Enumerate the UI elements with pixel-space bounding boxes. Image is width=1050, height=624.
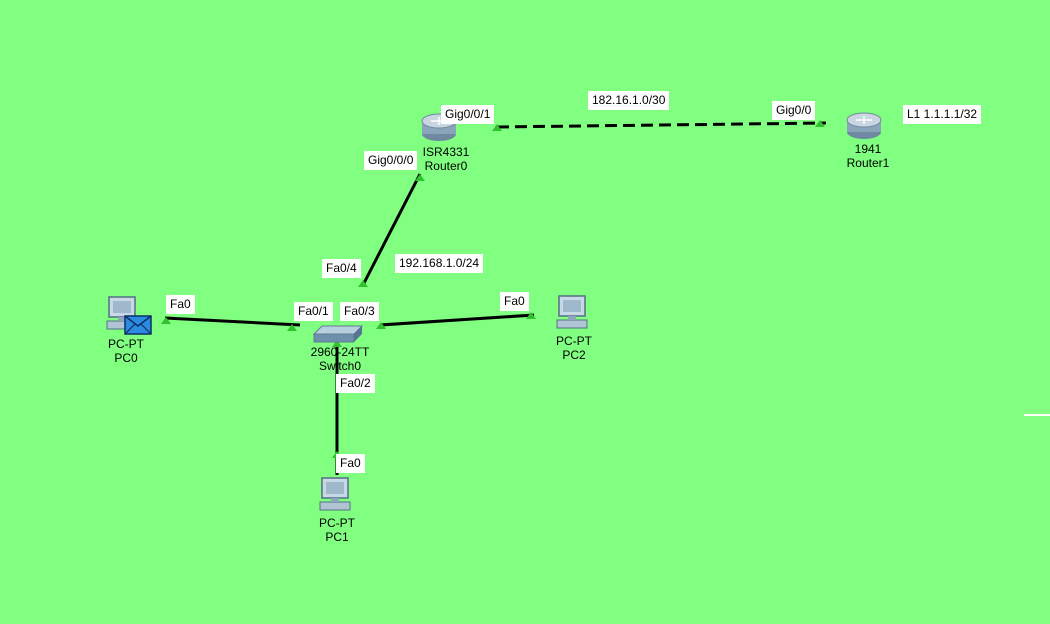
wan-network-label[interactable]: 182.16.1.0/30 (588, 91, 670, 110)
pc1-label[interactable]: PC-PT PC1 (307, 516, 367, 544)
port-indicator (358, 280, 368, 287)
router-icon[interactable] (421, 113, 457, 141)
lan-network-label[interactable]: 192.168.1.0/24 (395, 254, 484, 273)
router0-model: ISR4331 (422, 145, 470, 159)
port-label-switch-fa0-1[interactable]: Fa0/1 (294, 302, 333, 321)
port-label-pc1-fa0[interactable]: Fa0 (336, 454, 365, 473)
link-switch0-pc2[interactable] (379, 313, 535, 327)
port-indicator (415, 174, 425, 181)
port-label-router1-gig0-0[interactable]: Gig0/0 (772, 101, 816, 120)
pc1-model: PC-PT (319, 516, 355, 530)
pc-icon[interactable] (106, 296, 138, 330)
pc0-label[interactable]: PC-PT PC0 (96, 337, 156, 365)
router1-model: 1941 (854, 142, 882, 156)
router-icon[interactable] (846, 112, 882, 139)
pc-icon[interactable] (319, 477, 351, 511)
pc1-name: PC1 (325, 530, 349, 544)
router1-name: Router1 (846, 156, 890, 170)
port-indicator (287, 324, 297, 331)
port-label-router0-gig0-0-1[interactable]: Gig0/0/1 (441, 105, 495, 124)
port-indicator (161, 317, 171, 324)
port-label-switch-fa0-2[interactable]: Fa0/2 (336, 374, 375, 393)
scroll-marker (1024, 414, 1050, 416)
port-label-switch-fa0-4[interactable]: Fa0/4 (322, 259, 361, 278)
port-label-pc2-fa0[interactable]: Fa0 (500, 292, 529, 311)
port-indicator (526, 312, 536, 319)
router1-label[interactable]: 1941 Router1 (836, 142, 900, 170)
port-indicator (376, 322, 386, 329)
pc0-name: PC0 (114, 351, 138, 365)
router0-label[interactable]: ISR4331 Router0 (414, 145, 478, 173)
pc2-name: PC2 (562, 348, 586, 362)
port-indicator (492, 124, 502, 131)
switch0-label[interactable]: 2960-24TT Switch0 (300, 345, 380, 373)
port-label-switch-fa0-3[interactable]: Fa0/3 (340, 302, 379, 321)
switch0-name: Switch0 (318, 359, 362, 373)
pc-icon[interactable] (556, 295, 588, 329)
envelope-icon[interactable] (124, 315, 152, 335)
port-indicator (815, 120, 825, 127)
router0-name: Router0 (424, 159, 468, 173)
switch-icon[interactable] (312, 325, 364, 343)
port-label-router0-gig0-0-0[interactable]: Gig0/0/0 (364, 151, 418, 170)
port-label-pc0-fa0[interactable]: Fa0 (166, 295, 195, 314)
link-router0-switch0[interactable] (361, 173, 422, 286)
port-indicator (332, 340, 342, 347)
loopback-label[interactable]: L1 1.1.1.1/32 (903, 105, 982, 124)
pc0-model: PC-PT (108, 337, 144, 351)
link-router0-router1[interactable] (496, 121, 827, 129)
link-pc0-switch0[interactable] (164, 316, 301, 327)
pc2-label[interactable]: PC-PT PC2 (544, 334, 604, 362)
pc2-model: PC-PT (556, 334, 592, 348)
port-indicators (161, 120, 825, 458)
switch0-model: 2960-24TT (310, 345, 370, 359)
